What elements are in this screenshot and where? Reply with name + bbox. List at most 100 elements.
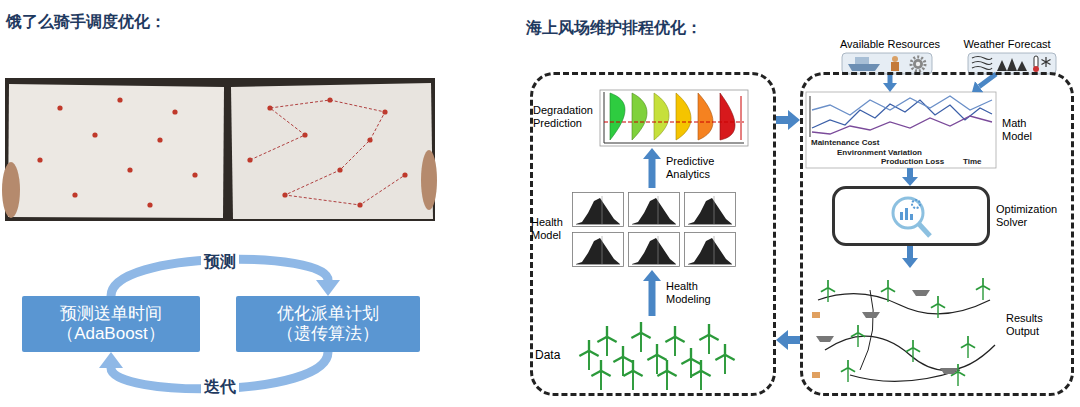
courier-photo-part — [8, 84, 224, 218]
health-model-histograms-part — [573, 193, 624, 227]
section-title: 饿了么骑手调度优化： — [6, 12, 166, 31]
weather-icons-part — [968, 53, 1056, 74]
turbine-farm-part — [665, 326, 684, 356]
degradation-chart-part — [698, 93, 713, 140]
resource-icons — [842, 53, 932, 74]
turbine-farm-part — [715, 344, 734, 374]
solver-panel-text: Optimization Solver — [996, 203, 1066, 229]
resource-icons-part — [911, 57, 925, 71]
resources-panel-text-wrap: Available Resources — [838, 38, 942, 51]
data-panel: Data — [533, 316, 738, 394]
courier-photo-part-part — [117, 97, 122, 102]
health-model-panel-text-wrap: Health Model — [531, 216, 569, 242]
results-network-part — [940, 368, 958, 374]
results-network-part — [976, 278, 990, 300]
solver-icon-part — [893, 198, 923, 228]
courier-photo-part-part — [172, 109, 177, 114]
weather-panel-text: Weather Forecast — [952, 38, 1062, 51]
courier-photo-part — [421, 150, 437, 210]
edge-label: 预测 — [201, 252, 239, 271]
degradation-panel-text: Degradation Prediction — [533, 104, 597, 130]
solver-icon-part — [919, 224, 930, 236]
results-network-part — [816, 336, 834, 342]
edge-label: 迭代 — [201, 377, 239, 396]
solver-icon-part — [905, 208, 908, 220]
turbine-farm-part — [657, 360, 676, 390]
math-model-panel-text: Math Model — [1002, 117, 1044, 143]
results-network-part — [961, 336, 975, 358]
results-network-part — [906, 340, 920, 362]
math-model-chart-part — [812, 100, 992, 128]
weather-icons-part — [972, 57, 992, 70]
degradation-chart-part — [741, 96, 742, 140]
weather-icons-part — [1042, 57, 1051, 67]
results-panel-text: Results Output — [1006, 312, 1064, 338]
results-network-part — [851, 325, 865, 347]
solver-icon-part — [912, 200, 920, 208]
data-panel-text: Data — [535, 348, 573, 362]
results-network-part — [818, 294, 990, 314]
results-network-part — [860, 290, 873, 370]
weather-icons-part — [1007, 58, 1017, 71]
results-network-part — [812, 372, 820, 378]
resource-icons-part — [916, 62, 920, 66]
turbine-farm-part — [647, 344, 666, 374]
results-network-part — [881, 280, 895, 302]
solver-icon-part — [910, 214, 913, 220]
results-panel-text-wrap: Results Output — [1006, 312, 1064, 338]
courier-photo-part-part — [147, 202, 152, 207]
solver-icon — [893, 198, 930, 236]
resources-panel: Available Resources — [838, 38, 942, 74]
courier-photo-part-part — [127, 167, 132, 172]
turbine-farm-part — [691, 360, 710, 390]
degradation-panel: Degradation Prediction — [533, 86, 749, 148]
edge-label: Health Modeling — [666, 280, 730, 306]
courier-photo-part — [231, 83, 433, 219]
health-model-histograms-part — [629, 233, 680, 267]
results-network-part — [825, 336, 995, 370]
resource-icons-part — [891, 62, 899, 71]
degradation-chart-part — [604, 121, 744, 122]
flow-arrow — [907, 168, 913, 177]
degradation-chart-part — [676, 93, 691, 140]
degradation-chart-part — [604, 92, 605, 143]
courier-photo-part-part — [57, 105, 62, 110]
weather-panel: Weather Forecast — [952, 38, 1062, 74]
resource-icons-part — [855, 57, 869, 64]
solver-icon-part — [900, 212, 903, 220]
resource-icons-part — [842, 53, 932, 74]
resource-icons-part — [892, 56, 898, 62]
turbine-farm-part — [699, 324, 718, 354]
courier-photo-part-part — [92, 132, 97, 137]
process-box-text: 预测送单时间 （AdaBoost） — [28, 304, 194, 345]
process-box: 预测送单时间 （AdaBoost） — [22, 296, 200, 352]
resource-icons-part — [848, 64, 880, 71]
flow-arrow — [788, 336, 800, 344]
courier-photo-part-part — [157, 137, 162, 142]
weather-panel-text-wrap: Weather Forecast — [952, 38, 1062, 51]
degradation-chart-part — [720, 93, 735, 140]
degradation-chart-part — [604, 143, 744, 144]
turbine-farm-part — [631, 322, 650, 352]
courier-photo-part — [5, 78, 435, 221]
flow-arrow — [979, 74, 996, 87]
results-network-part — [951, 364, 965, 386]
chart-axis-label: Production Loss — [880, 157, 945, 167]
process-box: 优化派单计划 （遗传算法） — [236, 296, 420, 352]
health-model-histograms-part — [685, 193, 736, 227]
chart-axis-label: Maintenance Cost — [810, 138, 880, 148]
math-model-chart-part — [806, 92, 996, 168]
health-model-histograms — [573, 193, 736, 267]
dashed-region: Available ResourcesWeather ForecastMath … — [800, 72, 1074, 396]
turbine-farm-part — [591, 360, 610, 390]
chart-axis-label: Time — [962, 157, 983, 167]
degradation-chart-part — [632, 93, 647, 140]
solver-panel: Optimization Solver — [832, 186, 1068, 246]
solver-box — [832, 186, 990, 246]
results-network-part — [812, 312, 820, 318]
health-model-histograms-part — [685, 233, 736, 267]
process-box-text-wrap: 预测送单时间 （AdaBoost） — [28, 304, 194, 345]
courier-photo-part-part — [37, 157, 42, 162]
weather-icons-part — [1017, 61, 1027, 71]
